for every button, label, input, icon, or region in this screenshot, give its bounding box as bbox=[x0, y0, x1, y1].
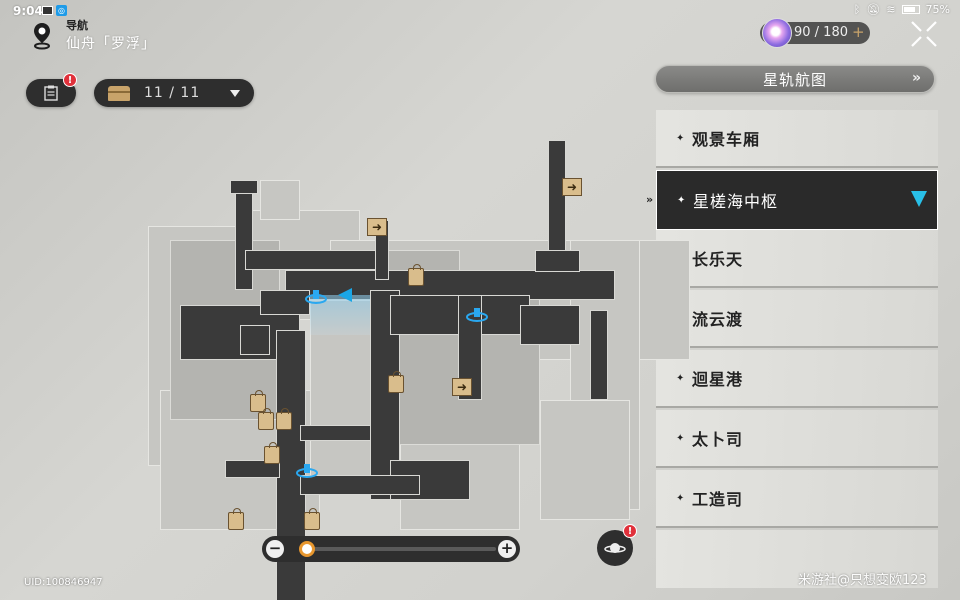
area-label: 工造司 bbox=[692, 490, 744, 509]
shop-marker-icon[interactable] bbox=[304, 508, 320, 530]
area-list: ✦ 观景车厢 ✦ 星槎海中枢 ✦ 长乐天 ✦ 流云渡 ✦ 迴星港 ✦ 太卜司 ✦… bbox=[656, 110, 938, 588]
caret-down-icon bbox=[230, 89, 240, 97]
shop-marker-icon[interactable] bbox=[258, 408, 274, 430]
treasure-chest-icon bbox=[108, 85, 130, 101]
area-item[interactable]: ✦ 工造司 bbox=[656, 470, 938, 528]
shop-marker-icon[interactable] bbox=[276, 408, 292, 430]
clipboard-icon bbox=[44, 85, 58, 101]
player-uid: UID:100846947 bbox=[24, 577, 103, 588]
shop-marker-icon[interactable] bbox=[264, 442, 280, 464]
area-label: 观景车厢 bbox=[692, 130, 761, 149]
bullet-icon: ✦ bbox=[676, 492, 685, 504]
area-item-empty bbox=[656, 530, 938, 588]
wifi-icon: ≋ bbox=[886, 3, 896, 16]
zoom-out-button[interactable]: − bbox=[266, 540, 284, 558]
zoom-handle[interactable] bbox=[299, 541, 315, 557]
chest-count: 11 / 11 bbox=[144, 85, 201, 101]
space-anchor-icon[interactable] bbox=[466, 306, 488, 322]
chevron-right-icon: » bbox=[911, 70, 922, 86]
star-rail-map-button[interactable]: 星轨航图 » bbox=[655, 65, 935, 93]
status-time: 9:04 bbox=[13, 4, 43, 18]
exit-marker-icon[interactable]: ➜ bbox=[562, 178, 582, 196]
trailblaze-power-value: 90 / 180 bbox=[794, 25, 848, 40]
map-canvas[interactable]: ➜ ➜ ➜ bbox=[140, 130, 690, 600]
map-zoom-slider[interactable]: − + bbox=[262, 536, 520, 562]
area-item[interactable]: ✦ 太卜司 bbox=[656, 410, 938, 468]
gallery-icon bbox=[42, 6, 53, 15]
add-power-button[interactable]: + bbox=[852, 23, 865, 41]
area-label: 太卜司 bbox=[692, 430, 744, 449]
mute-icon: 🔕︎ bbox=[866, 3, 881, 16]
selection-pointer-icon: » bbox=[646, 193, 654, 206]
shop-marker-icon[interactable] bbox=[228, 508, 244, 530]
area-label: 流云渡 bbox=[692, 310, 744, 329]
zoom-track[interactable] bbox=[308, 547, 496, 551]
shop-marker-icon[interactable] bbox=[250, 390, 266, 412]
bullet-icon: ✦ bbox=[676, 432, 685, 444]
star-rail-map-label: 星轨航图 bbox=[762, 70, 827, 89]
notification-badge: ! bbox=[63, 73, 77, 87]
treasure-filter-dropdown[interactable]: 11 / 11 bbox=[94, 79, 254, 107]
watermark: 米游社@只想变欧123 bbox=[798, 573, 927, 588]
exit-marker-icon[interactable]: ➜ bbox=[452, 378, 472, 396]
area-item-active[interactable]: ✦ 星槎海中枢 bbox=[656, 170, 938, 230]
bluetooth-icon: ᛒ bbox=[853, 3, 861, 16]
shop-marker-icon[interactable] bbox=[408, 264, 424, 286]
area-item[interactable]: ✦ 长乐天 bbox=[656, 230, 938, 288]
map-pin-icon bbox=[34, 23, 50, 50]
universe-button[interactable] bbox=[597, 530, 633, 566]
planet-icon bbox=[604, 543, 626, 553]
player-arrow-icon bbox=[338, 288, 352, 302]
bullet-icon: ✦ bbox=[676, 372, 685, 384]
trailblaze-power-icon bbox=[762, 18, 792, 48]
bullet-icon: ✦ bbox=[676, 132, 685, 144]
zoom-in-button[interactable]: + bbox=[498, 540, 516, 558]
app-notification-icon: ◎ bbox=[56, 5, 67, 16]
area-label: 星槎海中枢 bbox=[693, 192, 779, 211]
space-anchor-icon[interactable] bbox=[296, 462, 318, 478]
shop-marker-icon[interactable] bbox=[388, 371, 404, 393]
area-label: 长乐天 bbox=[692, 250, 744, 269]
close-icon[interactable] bbox=[908, 18, 940, 50]
battery-percent: 75% bbox=[925, 3, 950, 16]
status-right: ᛒ 🔕︎ ≋ 75% bbox=[854, 3, 950, 16]
area-item[interactable]: ✦ 流云渡 bbox=[656, 290, 938, 348]
battery-icon bbox=[901, 5, 920, 14]
notification-badge: ! bbox=[623, 524, 637, 538]
area-label: 迴星港 bbox=[692, 370, 744, 389]
current-world: 仙舟「罗浮」 bbox=[66, 36, 156, 52]
space-anchor-icon[interactable] bbox=[305, 288, 327, 304]
area-item[interactable]: ✦ 观景车厢 bbox=[656, 110, 938, 168]
exit-marker-icon[interactable]: ➜ bbox=[367, 218, 387, 236]
nav-label: 导航 bbox=[66, 19, 88, 32]
bullet-icon: ✦ bbox=[677, 194, 686, 206]
current-location-icon bbox=[911, 191, 927, 207]
area-item[interactable]: ✦ 迴星港 bbox=[656, 350, 938, 408]
